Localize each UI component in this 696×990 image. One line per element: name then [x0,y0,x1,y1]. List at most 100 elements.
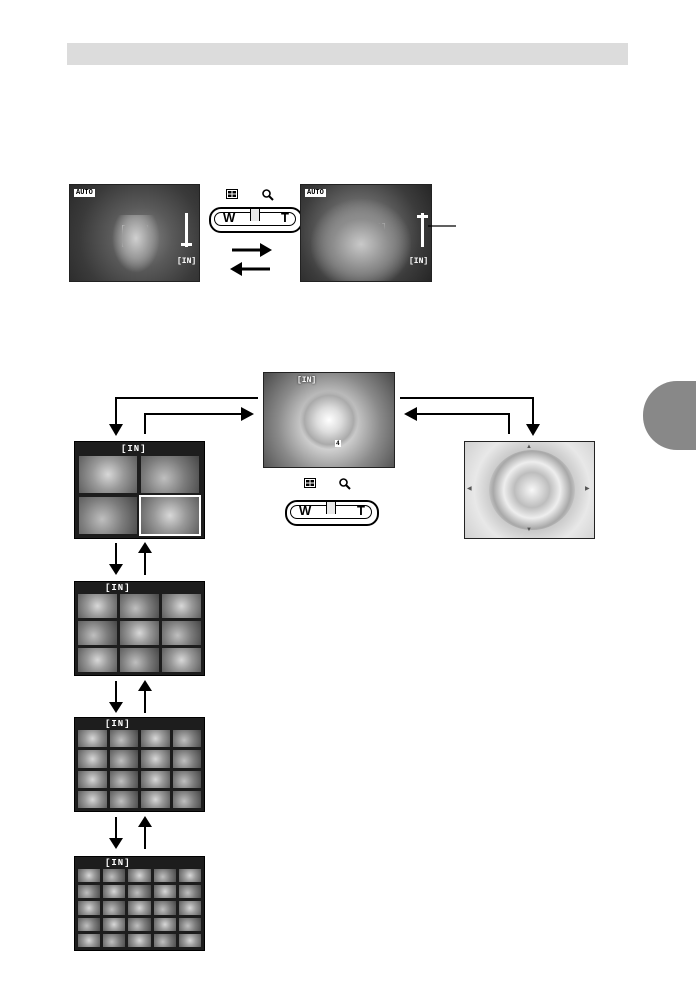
zoom-lever-tele-label-2: T [357,503,365,518]
photo-number: 4 [335,440,341,447]
rose-closeup [489,450,575,530]
memory-indicator: [IN] [177,257,197,266]
thumbnail[interactable] [78,869,101,883]
thumbnail[interactable] [103,917,126,931]
thumbnail[interactable] [128,933,151,947]
subjects-silhouette [112,215,160,273]
thumbnail[interactable] [78,790,107,808]
magnifier-icon [262,189,274,201]
index-view-icon [226,189,238,199]
scroll-down-icon: ▼ [526,527,532,533]
thumbnail[interactable] [178,901,201,915]
magnifier-icon-2 [339,478,351,490]
arrow-left-icon [230,262,270,276]
zoom-bar [185,213,188,247]
thumbnail[interactable] [153,885,176,899]
thumbnail[interactable] [153,933,176,947]
mode-icon: AUTO [74,189,95,197]
index-4-screen: [IN] [74,441,205,539]
index-arrows [109,542,152,849]
index-16-screen: [IN] [74,717,205,812]
zoom-lever-knob [250,209,260,221]
thumbnail[interactable] [178,933,201,947]
thumbnail[interactable] [141,750,170,768]
zoom-lever-tele-label: T [281,210,289,225]
scroll-up-icon: ▲ [526,444,532,450]
thumbnail[interactable] [178,869,201,883]
zoom-lever-2[interactable]: W T [285,500,379,526]
thumbnail[interactable] [120,648,159,672]
zoom-bar-marker [181,243,192,246]
thumbnail[interactable] [78,933,101,947]
thumbnail[interactable] [78,917,101,931]
thumbnail[interactable] [78,885,101,899]
thumbnail[interactable] [178,885,201,899]
thumbnail[interactable] [128,885,151,899]
thumbnail[interactable] [79,456,137,493]
thumbnail[interactable] [103,933,126,947]
callout-line [428,225,456,227]
zoom-lever-wide-label: W [223,210,236,225]
index-9-screen: [IN] [74,581,205,676]
thumbnail[interactable] [79,497,137,534]
thumbnail[interactable] [153,869,176,883]
arrow-right-icon [232,243,272,257]
thumbnail[interactable] [172,790,201,808]
section-header-bar [67,43,628,65]
scroll-right-icon: ▶ [585,486,590,492]
thumbnail[interactable] [153,917,176,931]
zoom-lever-knob-2 [326,502,336,514]
thumbnail[interactable] [141,456,199,493]
thumbnail[interactable] [78,594,117,618]
thumbnail[interactable] [103,885,126,899]
g16-memory-label: [IN] [105,719,131,729]
g9-memory-label: [IN] [105,583,131,593]
scroll-left-icon: ◀ [467,486,472,492]
thumbnail[interactable] [128,917,151,931]
thumbnail-selected[interactable] [139,495,201,536]
thumbnail[interactable] [109,770,138,788]
thumbnail[interactable] [103,869,126,883]
thumbnail[interactable] [120,594,159,618]
zoom-bar-marker-2 [417,215,428,218]
thumbnail[interactable] [141,790,170,808]
thumbnail[interactable] [109,790,138,808]
thumbnail[interactable] [78,901,101,915]
closeup-screen: ▲ ▼ ◀ ▶ [464,441,595,539]
faces-silhouette [311,199,411,281]
index-view-icon-2 [304,478,316,488]
thumbnail[interactable] [141,770,170,788]
wide-shot-screen: AUTO [IN] [69,184,200,282]
zoom-bar-2 [421,213,424,247]
single-frame-screen: [IN] 4 [263,372,395,468]
thumbnail[interactable] [109,750,138,768]
thumbnail[interactable] [78,770,107,788]
thumbnail[interactable] [78,621,117,645]
thumbnail[interactable] [120,621,159,645]
tele-shot-screen: AUTO [IN] [300,184,432,282]
thumbnail[interactable] [103,901,126,915]
thumbnail[interactable] [178,917,201,931]
memory-indicator-3: [IN] [297,376,317,385]
rose-flower [300,391,358,449]
thumbnail[interactable] [78,750,107,768]
mode-icon-2: AUTO [305,189,326,197]
thumbnail[interactable] [78,648,117,672]
thumbnail[interactable] [162,648,201,672]
thumbnail[interactable] [128,869,151,883]
thumbnail[interactable] [153,901,176,915]
thumbnail[interactable] [78,730,107,748]
zoom-lever[interactable]: W T [209,207,303,233]
index-4-memory-label: [IN] [121,444,147,454]
thumbnail[interactable] [128,901,151,915]
thumbnail[interactable] [172,750,201,768]
thumbnail[interactable] [141,730,170,748]
index-25-screen: [IN] [74,856,205,951]
thumbnail[interactable] [109,730,138,748]
thumbnail[interactable] [172,730,201,748]
memory-indicator-2: [IN] [409,257,429,266]
thumbnail[interactable] [162,594,201,618]
thumbnail[interactable] [172,770,201,788]
thumbnail[interactable] [162,621,201,645]
